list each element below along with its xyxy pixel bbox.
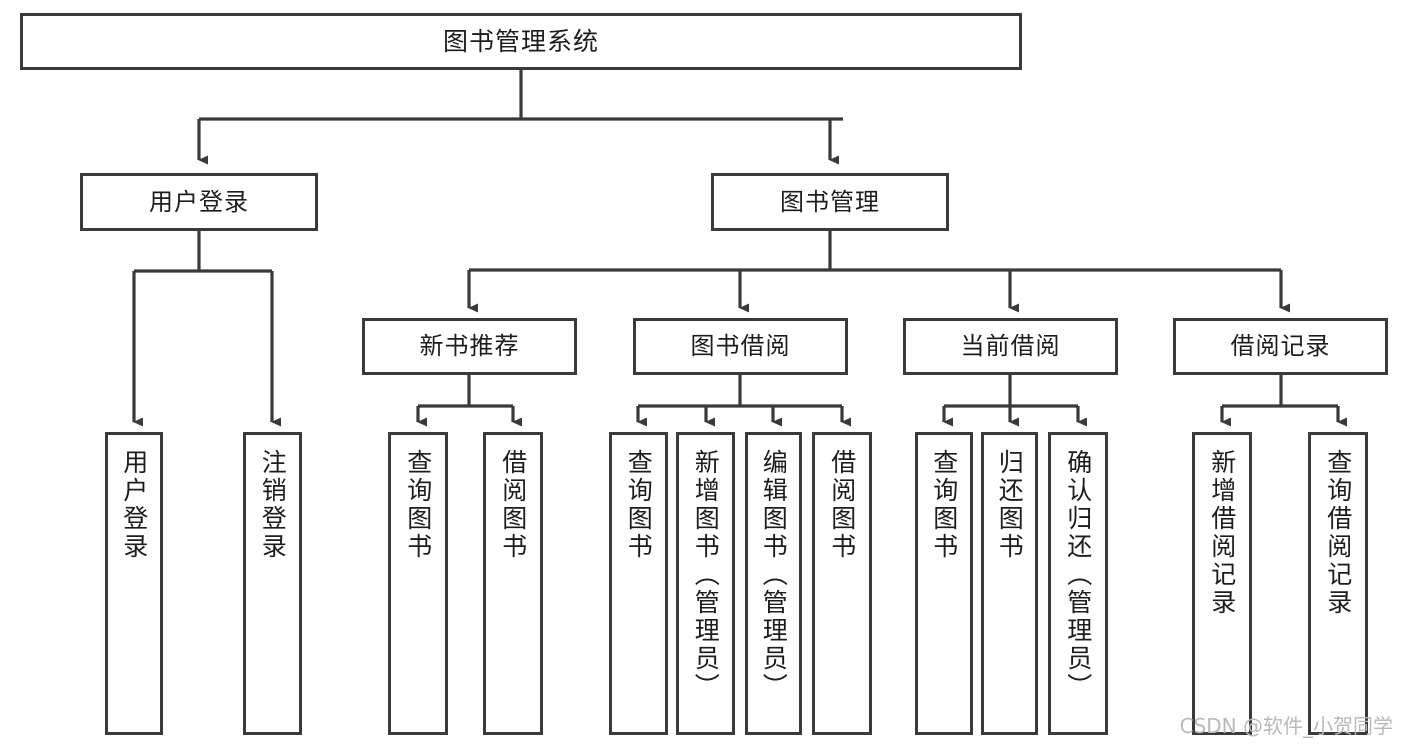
node-leaf-query-book-cur[interactable]: 查询图书 bbox=[915, 432, 973, 735]
node-book-borrow[interactable]: 图书借阅 bbox=[633, 318, 848, 375]
node-leaf-edit-book-admin[interactable]: 编辑图书（管理员） bbox=[745, 432, 802, 735]
leaf-label: 编辑图书（管理员） bbox=[759, 449, 789, 701]
node-book-manage[interactable]: 图书管理 bbox=[711, 173, 949, 231]
leaf-label: 新增图书（管理员） bbox=[691, 449, 721, 701]
node-leaf-query-borrow-record[interactable]: 查询借阅记录 bbox=[1308, 432, 1368, 735]
leaf-label: 新增借阅记录 bbox=[1207, 449, 1237, 617]
node-user-login[interactable]: 用户登录 bbox=[80, 173, 318, 231]
node-current-borrow[interactable]: 当前借阅 bbox=[903, 318, 1118, 375]
node-new-book-recommend[interactable]: 新书推荐 bbox=[362, 318, 577, 375]
leaf-label: 查询图书 bbox=[624, 449, 654, 561]
node-leaf-query-book-rec[interactable]: 查询图书 bbox=[388, 432, 448, 735]
node-leaf-user-logout[interactable]: 注销登录 bbox=[243, 432, 302, 735]
leaf-label: 归还图书 bbox=[995, 449, 1025, 561]
node-leaf-borrow-book[interactable]: 借阅图书 bbox=[812, 432, 872, 735]
node-leaf-add-book-admin[interactable]: 新增图书（管理员） bbox=[676, 432, 735, 735]
leaf-label: 用户登录 bbox=[119, 449, 149, 561]
node-borrow-record[interactable]: 借阅记录 bbox=[1173, 318, 1388, 375]
leaf-label: 确认归还（管理员） bbox=[1063, 449, 1093, 701]
leaf-label: 借阅图书 bbox=[827, 449, 857, 561]
node-leaf-add-borrow-record[interactable]: 新增借阅记录 bbox=[1192, 432, 1252, 735]
leaf-label: 查询借阅记录 bbox=[1323, 449, 1353, 617]
leaf-label: 注销登录 bbox=[258, 449, 288, 561]
node-leaf-confirm-return-admin[interactable]: 确认归还（管理员） bbox=[1048, 432, 1108, 735]
leaf-label: 查询图书 bbox=[929, 449, 959, 561]
node-leaf-borrow-book-rec[interactable]: 借阅图书 bbox=[483, 432, 543, 735]
leaf-label: 查询图书 bbox=[403, 449, 433, 561]
node-leaf-user-login[interactable]: 用户登录 bbox=[105, 432, 163, 735]
leaf-label: 借阅图书 bbox=[498, 449, 528, 561]
node-leaf-return-book[interactable]: 归还图书 bbox=[981, 432, 1038, 735]
node-leaf-query-book-borrow[interactable]: 查询图书 bbox=[609, 432, 668, 735]
node-root[interactable]: 图书管理系统 bbox=[20, 13, 1022, 70]
csdn-watermark: CSDN @软件_小贺同学 bbox=[1179, 714, 1393, 738]
